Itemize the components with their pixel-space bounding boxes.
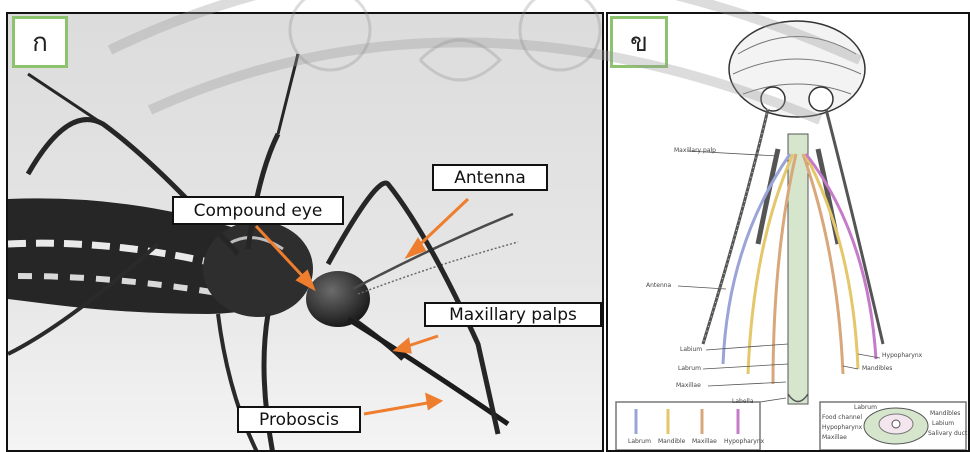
proboscis-callout: Proboscis: [237, 406, 361, 433]
legend-right-item: Labrum: [854, 404, 877, 411]
label-maxillary-palp: Maxillary palp: [674, 147, 716, 154]
panel-b-letter: ข: [610, 16, 668, 68]
mouthparts-drawing: [608, 14, 970, 452]
legend-right-item: Labium: [932, 420, 954, 427]
label-labium: Labium: [680, 346, 702, 353]
label-labella: Labella: [732, 398, 754, 405]
legend-left-item: Labrum: [628, 438, 651, 445]
compound-eye-shape: [306, 271, 370, 327]
label-maxillae: Maxillae: [676, 382, 701, 389]
legend-right-item: Food channel: [822, 414, 862, 421]
antenna-callout: Antenna: [432, 164, 548, 191]
legend-right-item: Mandibles: [930, 410, 960, 417]
maxillary-palps-callout: Maxillary palps: [424, 302, 602, 327]
compound-eye-callout: Compound eye: [172, 196, 344, 225]
legend-left-item: Mandible: [658, 438, 685, 445]
mosquito-photo: [8, 14, 604, 452]
label-antenna: Antenna: [646, 282, 671, 289]
mouthparts-diagram-panel: ข Maxillary palp Antenna Labium Labrum M…: [606, 12, 970, 452]
label-labrum: Labrum: [678, 365, 701, 372]
label-mandibles: Mandibles: [862, 365, 892, 372]
mosquito-photo-panel: ก Antenna Compound eye Maxillary palps P…: [6, 12, 604, 452]
legend-left-item: Hypopharynx: [724, 438, 764, 445]
legend-right-item: Salivary duct: [928, 430, 967, 437]
legend-right-item: Hypopharynx: [822, 424, 862, 431]
label-hypopharynx: Hypopharynx: [882, 352, 922, 359]
panel-a-letter: ก: [12, 16, 68, 68]
legend-left-item: Maxillae: [692, 438, 717, 445]
legend-right-item: Maxillae: [822, 434, 847, 441]
